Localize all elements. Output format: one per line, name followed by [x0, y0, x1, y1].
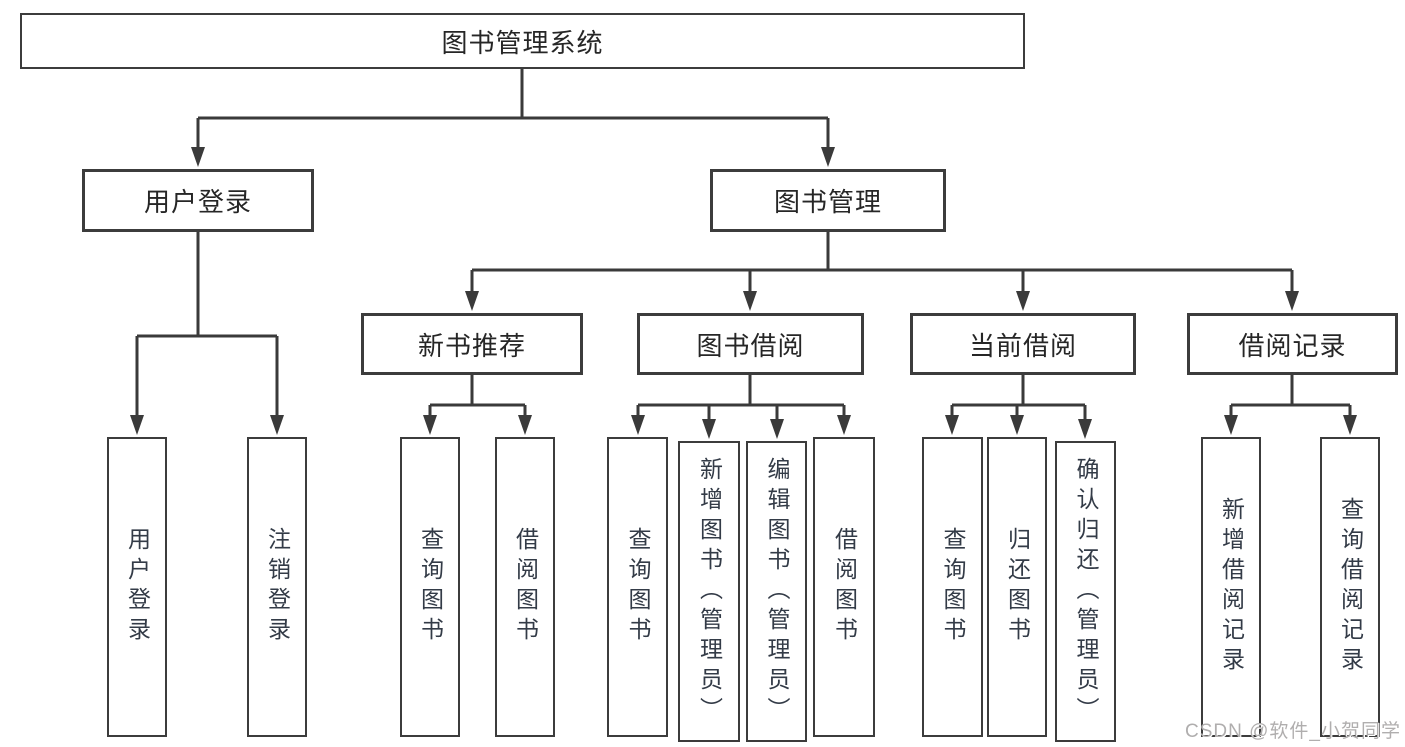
connector-book-management-children	[465, 232, 1299, 311]
connector-borrow-record-children	[1224, 375, 1357, 435]
connector-user-login-children	[130, 232, 284, 435]
leaf-borrow-books-1: 借阅图书	[495, 437, 555, 737]
leaf-add-books-admin: 新增图书（管理员）	[678, 441, 740, 742]
connector-current-borrow-children	[945, 375, 1092, 439]
node-book-borrow: 图书借阅	[637, 313, 864, 375]
node-library-management-system: 图书管理系统	[20, 13, 1025, 69]
node-book-management-branch: 图书管理	[710, 169, 946, 232]
connector-book-borrow-children	[631, 375, 851, 439]
leaf-logout: 注销登录	[247, 437, 307, 737]
connector-root-to-level2	[191, 69, 835, 167]
leaf-edit-books-admin: 编辑图书（管理员）	[746, 441, 807, 742]
leaf-borrow-books-2: 借阅图书	[813, 437, 875, 737]
leaf-query-borrow-record: 查询借阅记录	[1320, 437, 1380, 737]
node-borrow-record: 借阅记录	[1187, 313, 1398, 375]
node-new-book-recommend: 新书推荐	[361, 313, 583, 375]
leaf-query-books-1: 查询图书	[400, 437, 460, 737]
leaf-query-books-2: 查询图书	[607, 437, 668, 737]
node-current-borrow: 当前借阅	[910, 313, 1136, 375]
leaf-return-books: 归还图书	[987, 437, 1047, 737]
leaf-query-books-3: 查询图书	[922, 437, 983, 737]
leaf-confirm-return-admin: 确认归还（管理员）	[1055, 441, 1116, 742]
connector-new-book-children	[423, 375, 532, 435]
leaf-add-borrow-record: 新增借阅记录	[1201, 437, 1261, 737]
node-user-login-branch: 用户登录	[82, 169, 314, 232]
leaf-user-login: 用户登录	[107, 437, 167, 737]
csdn-watermark: CSDN @软件_小贺同学	[1185, 721, 1401, 742]
